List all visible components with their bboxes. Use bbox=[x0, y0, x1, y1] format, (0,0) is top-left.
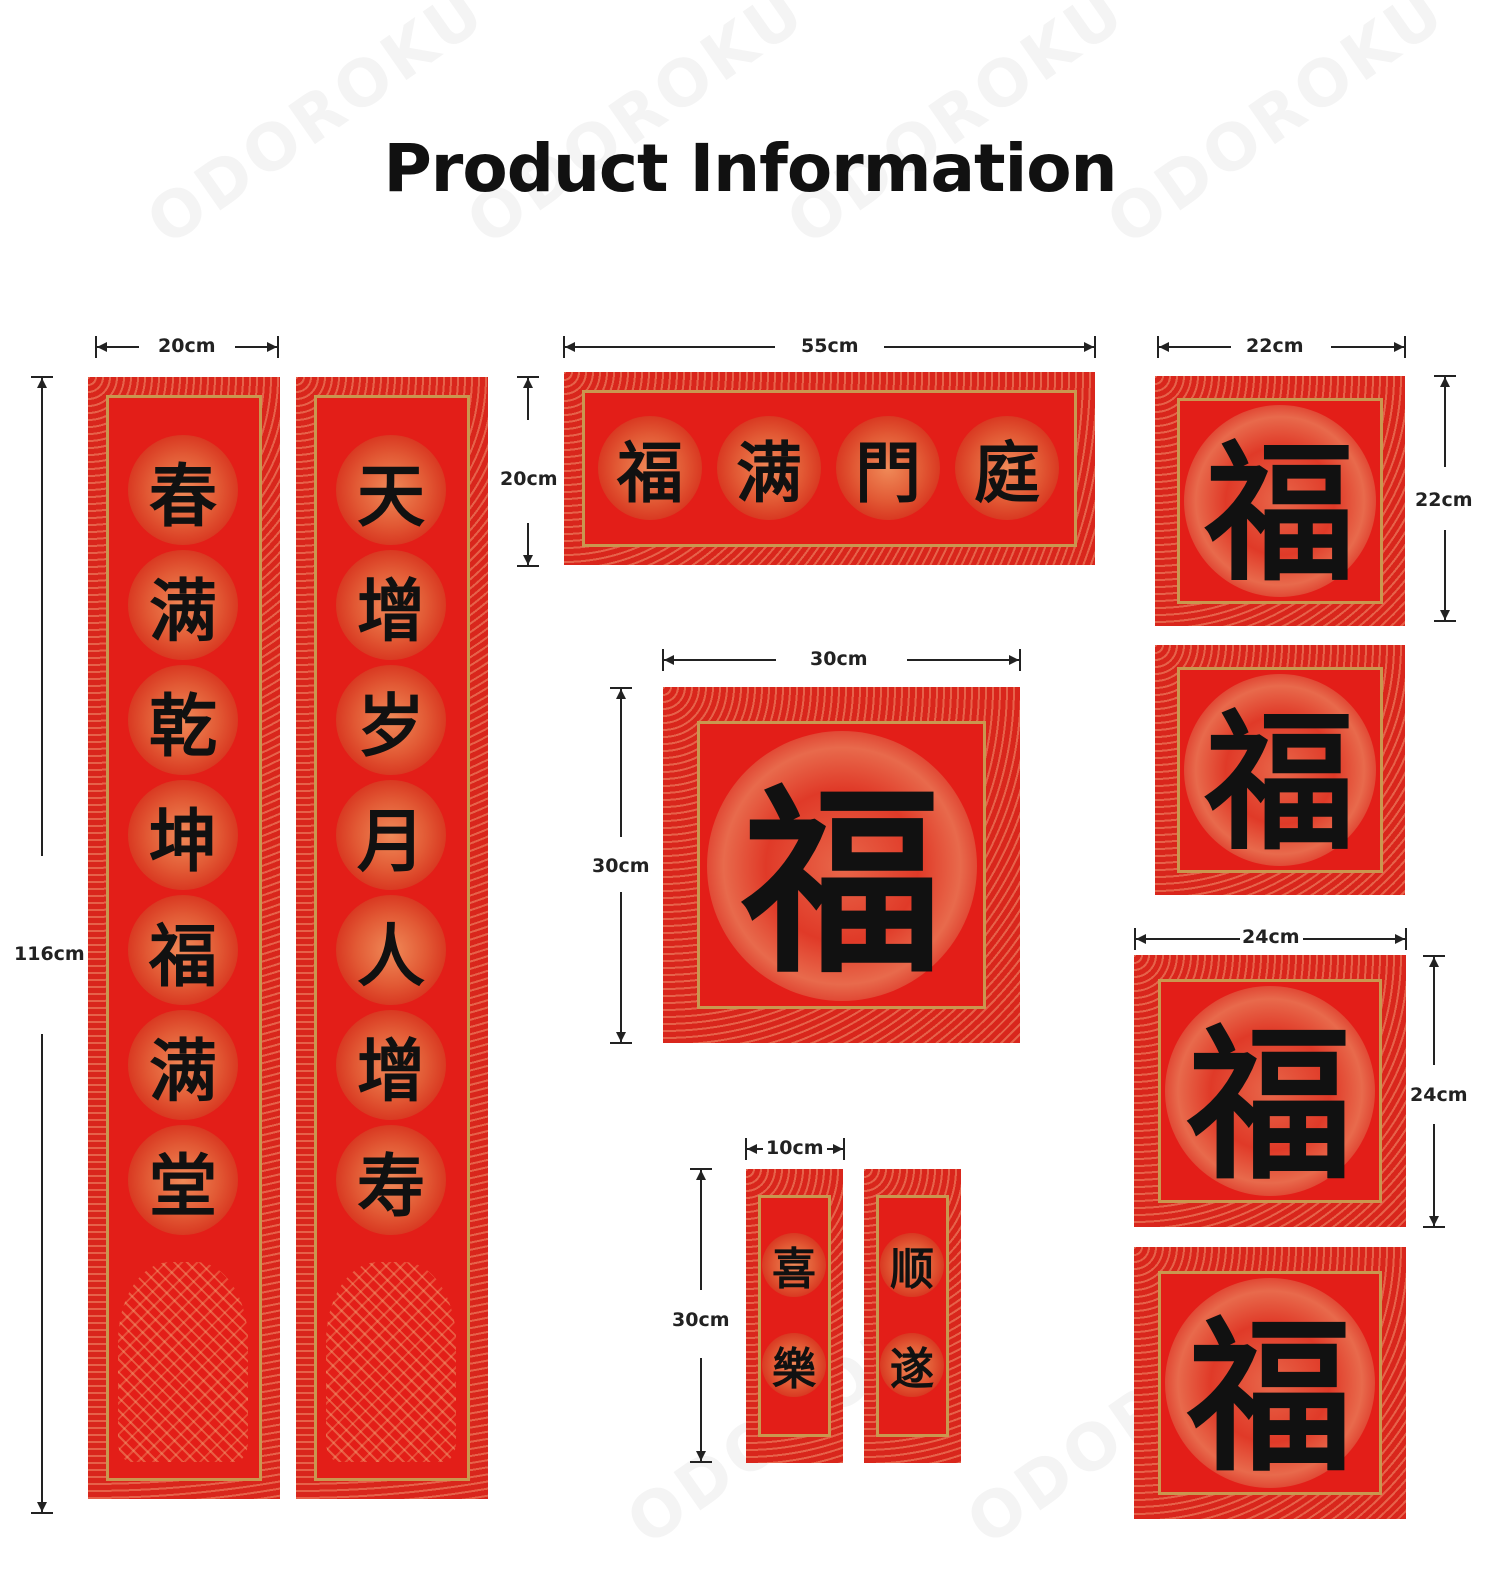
fu-char: 福 bbox=[1184, 405, 1376, 602]
couplet-char: 乾 bbox=[128, 665, 238, 775]
fu-char: 福 bbox=[1165, 986, 1375, 1202]
small-couplet-char: 樂 bbox=[762, 1333, 826, 1397]
banner-char: 满 bbox=[717, 416, 821, 520]
couplet-char: 增 bbox=[336, 550, 446, 660]
horizontal-banner: 福 满 門 庭 bbox=[564, 372, 1095, 565]
couplet-height-label: 116cm bbox=[14, 943, 85, 965]
page-title: Product Information bbox=[383, 130, 1117, 207]
small-couplet-height-label: 30cm bbox=[672, 1309, 730, 1331]
fu-char: 福 bbox=[1165, 1278, 1375, 1494]
fu24-width-label: 24cm bbox=[1242, 926, 1300, 948]
couplet-char: 满 bbox=[128, 550, 238, 660]
small-couplet-width-label: 10cm bbox=[766, 1137, 824, 1159]
fu-square-24cm: 福 bbox=[1134, 1247, 1406, 1519]
door-god-illustration bbox=[118, 1262, 248, 1462]
fu-square-22cm: 福 bbox=[1155, 376, 1405, 626]
fu-square-30cm: 福 bbox=[663, 687, 1020, 1043]
couplet-char: 寿 bbox=[336, 1125, 446, 1235]
fu-square-24cm: 福 bbox=[1134, 955, 1406, 1227]
banner-char: 門 bbox=[836, 416, 940, 520]
banner-width-label: 55cm bbox=[801, 335, 859, 357]
couplet-char: 天 bbox=[336, 435, 446, 545]
couplet-char: 春 bbox=[128, 435, 238, 545]
banner-height-label: 20cm bbox=[500, 468, 558, 490]
small-couplet-char: 喜 bbox=[762, 1233, 826, 1297]
small-couplet-left: 喜 樂 bbox=[746, 1169, 843, 1463]
banner-char: 福 bbox=[598, 416, 702, 520]
door-god-illustration bbox=[326, 1262, 456, 1462]
couplet-char: 坤 bbox=[128, 780, 238, 890]
couplet-char: 岁 bbox=[336, 665, 446, 775]
small-couplet-right: 顺 遂 bbox=[864, 1169, 961, 1463]
fu-char: 福 bbox=[707, 731, 977, 1001]
banner-char: 庭 bbox=[955, 416, 1059, 520]
small-couplet-char: 顺 bbox=[880, 1233, 944, 1297]
fu30-width-label: 30cm bbox=[810, 648, 868, 670]
fu22-width-label: 22cm bbox=[1246, 335, 1304, 357]
couplet-char: 月 bbox=[336, 780, 446, 890]
couplet-width-label: 20cm bbox=[158, 335, 216, 357]
couplet-char: 福 bbox=[128, 895, 238, 1005]
fu-char: 福 bbox=[1184, 674, 1376, 871]
couplet-char: 堂 bbox=[128, 1125, 238, 1235]
fu30-height-label: 30cm bbox=[592, 855, 650, 877]
right-couplet: 天 增 岁 月 人 增 寿 bbox=[296, 377, 488, 1499]
fu22-height-label: 22cm bbox=[1415, 489, 1473, 511]
couplet-char: 满 bbox=[128, 1010, 238, 1120]
fu24-height-label: 24cm bbox=[1410, 1084, 1468, 1106]
fu-square-22cm: 福 bbox=[1155, 645, 1405, 895]
small-couplet-char: 遂 bbox=[880, 1333, 944, 1397]
left-couplet: 春 满 乾 坤 福 满 堂 bbox=[88, 377, 280, 1499]
couplet-char: 增 bbox=[336, 1010, 446, 1120]
couplet-char: 人 bbox=[336, 895, 446, 1005]
